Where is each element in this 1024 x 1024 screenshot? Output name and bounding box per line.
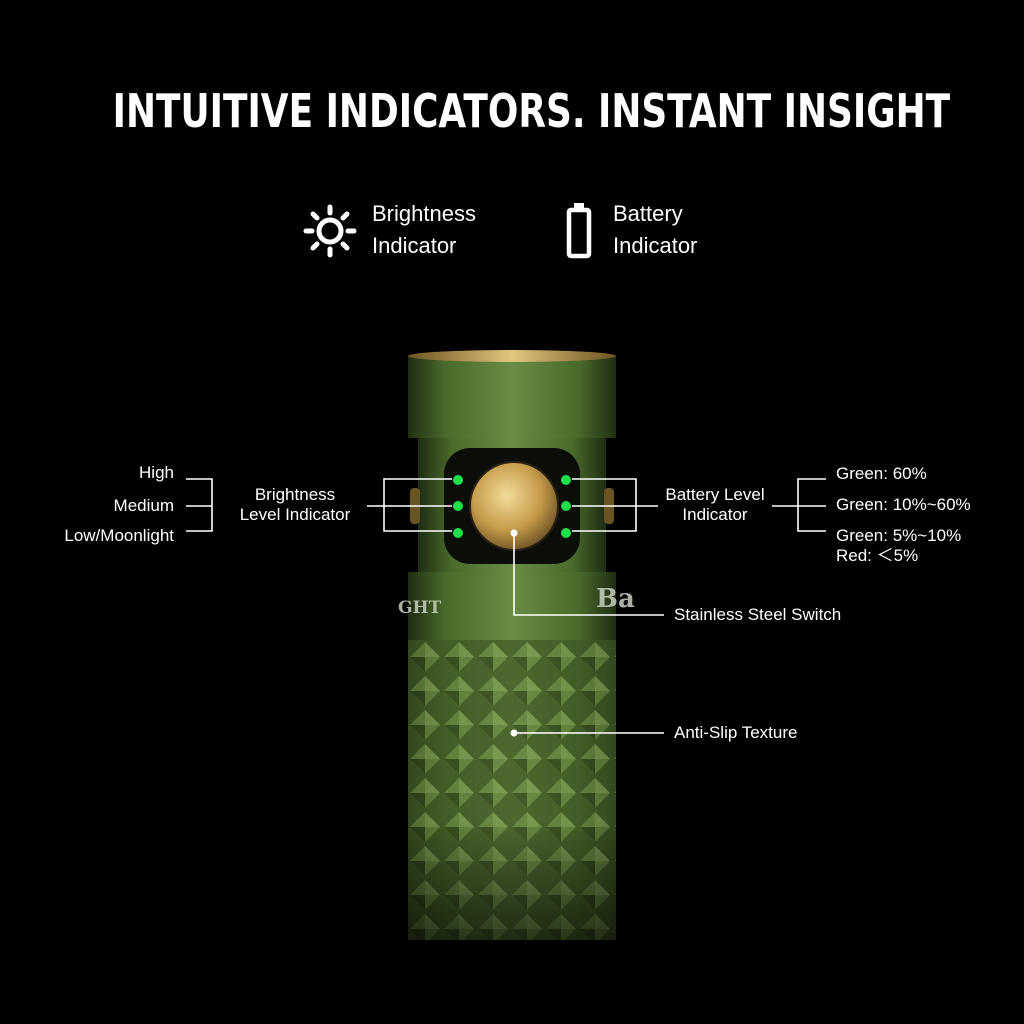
legend-brightness: Brightness Indicator	[300, 198, 520, 268]
body-print-right: Ba	[596, 584, 635, 614]
legend-brightness-line2: Indicator	[372, 233, 457, 258]
level-low-label: Low/Moonlight	[64, 526, 174, 545]
brightness-leds	[453, 475, 463, 538]
level-medium-label: Medium	[113, 496, 174, 515]
battery-5-10-label: Green: 5%~10%	[836, 526, 962, 545]
body-print-left: GHT	[398, 598, 442, 618]
sun-icon	[303, 204, 357, 258]
legend-battery-line1: Battery	[613, 201, 683, 226]
battery-10-60-label: Green: 10%~60%	[836, 495, 971, 514]
brightness-level-indicator-label: Brightness Level Indicator	[222, 485, 368, 525]
battery-level-line1: Battery Level	[665, 485, 765, 504]
led-high	[453, 475, 463, 485]
led-battery-10-60	[561, 501, 571, 511]
battery-level-indicator-label: Battery Level Indicator	[660, 485, 770, 525]
flashlight-head	[408, 356, 616, 438]
battery-level-line2: Indicator	[682, 505, 748, 524]
battery-red-label: Red: ＜5%	[836, 546, 919, 565]
flashlight-ring	[408, 572, 616, 642]
brass-bezel	[408, 350, 616, 362]
legend-battery: Battery Indicator	[564, 198, 764, 268]
switch-callout-label: Stainless Steel Switch	[674, 605, 842, 624]
battery-leds	[561, 475, 571, 538]
level-high-label: High	[139, 463, 174, 482]
legend-brightness-line1: Brightness	[372, 201, 476, 226]
battery-icon	[566, 203, 592, 259]
brightness-level-line1: Brightness	[254, 485, 336, 504]
led-battery-5-10	[561, 528, 571, 538]
led-medium	[453, 501, 463, 511]
led-battery-60	[561, 475, 571, 485]
battery-60-label: Green: 60%	[836, 464, 927, 483]
legend-battery-line2: Indicator	[613, 233, 698, 258]
led-low	[453, 528, 463, 538]
brightness-level-line2: Level Indicator	[239, 505, 351, 524]
texture-callout-label: Anti-Slip Texture	[674, 723, 798, 742]
page-title: INTUITIVE INDICATORS. INSTANT INSIGHT	[112, 84, 951, 138]
